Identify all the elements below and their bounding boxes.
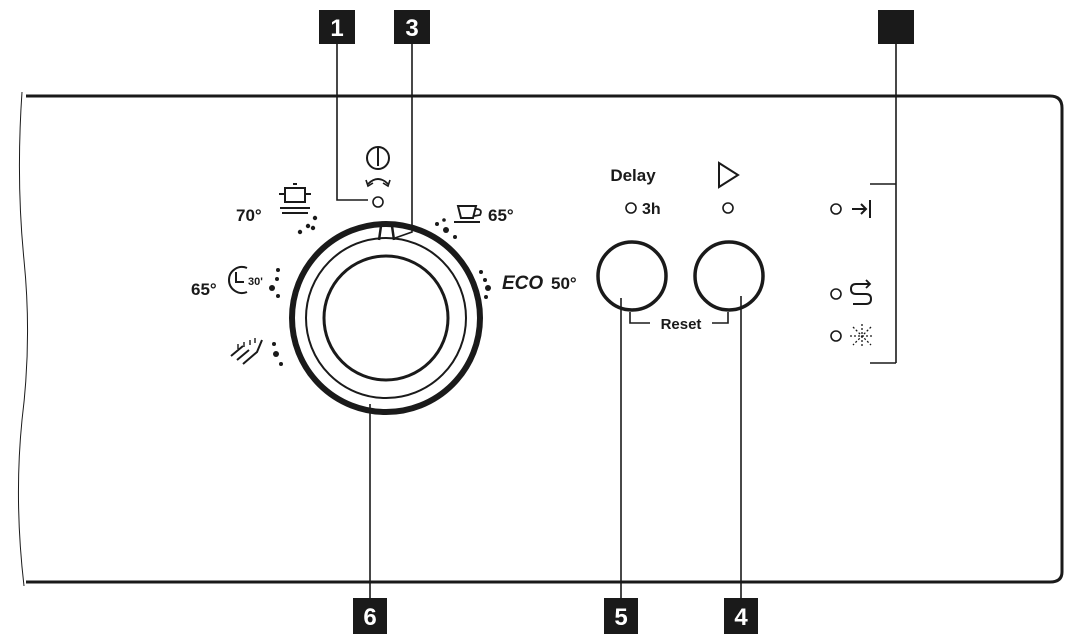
- clock-30-text: 30': [248, 276, 263, 288]
- callout-3-label: 3: [405, 15, 418, 42]
- intensive-temp-label: 70°: [236, 206, 262, 225]
- delay-label: Delay: [610, 166, 656, 185]
- cup-icon: [454, 205, 482, 223]
- eco-temp-label: 50°: [551, 274, 577, 293]
- quick-dots: [269, 268, 280, 298]
- callout-1-label: 1: [330, 15, 343, 42]
- clock-30-icon: 30': [228, 266, 263, 294]
- prewash-shower-icon: [230, 338, 263, 365]
- delay-button[interactable]: [596, 240, 668, 312]
- prewash-dots: [272, 342, 283, 366]
- callout-5-label: 5: [614, 604, 627, 631]
- rinse-aid-indicator-led: [830, 288, 842, 300]
- callout-5-box: [604, 598, 638, 634]
- panel-left-edge: [17, 91, 29, 587]
- salt-sparkle-icon: [850, 324, 874, 348]
- callout-4-box: [724, 598, 758, 634]
- callout-3-box: [394, 10, 430, 44]
- play-triangle-icon: [718, 161, 740, 189]
- dial-middle-ring: [305, 237, 467, 399]
- reset-bracket: [629, 312, 729, 324]
- start-indicator-led: [722, 202, 734, 214]
- callout-6-box: [353, 598, 387, 634]
- quick-temp-label: 65°: [191, 280, 217, 299]
- rotate-arrow-icon: [365, 178, 391, 188]
- intensive-dots: [297, 215, 318, 235]
- panel-outline: [26, 94, 1064, 584]
- callout-6-label: 6: [363, 604, 376, 631]
- start-button[interactable]: [693, 240, 765, 312]
- salt-indicator-led: [830, 330, 842, 342]
- end-indicator-led: [830, 203, 842, 215]
- power-indicator-led: [372, 196, 384, 208]
- reset-label: Reset: [661, 316, 702, 333]
- dial-outer-ring: [289, 221, 483, 415]
- callout-4-label: 4: [734, 604, 748, 631]
- callout-3-leader: [394, 44, 413, 239]
- eco-label: ECO: [502, 273, 543, 294]
- glass-temp-label: 65°: [488, 206, 514, 225]
- pot-icon: [279, 183, 311, 214]
- callout-1-leader: [336, 44, 368, 201]
- callout-blank-bracket: [870, 44, 897, 364]
- dial-knob[interactable]: [322, 254, 450, 382]
- callout-blank-box: [878, 10, 914, 44]
- callout-1-box: [319, 10, 355, 44]
- program-selector-dial[interactable]: [289, 221, 483, 415]
- eco-dots: [479, 270, 491, 299]
- delay-indicator-led: [625, 202, 637, 214]
- delay-value-label: 3h: [642, 201, 661, 218]
- end-arrow-icon: [852, 200, 871, 218]
- rinse-aid-icon: [849, 279, 873, 305]
- dial-pointer-notch: [377, 225, 396, 241]
- power-icon: [366, 146, 390, 170]
- glass-dots: [435, 218, 457, 239]
